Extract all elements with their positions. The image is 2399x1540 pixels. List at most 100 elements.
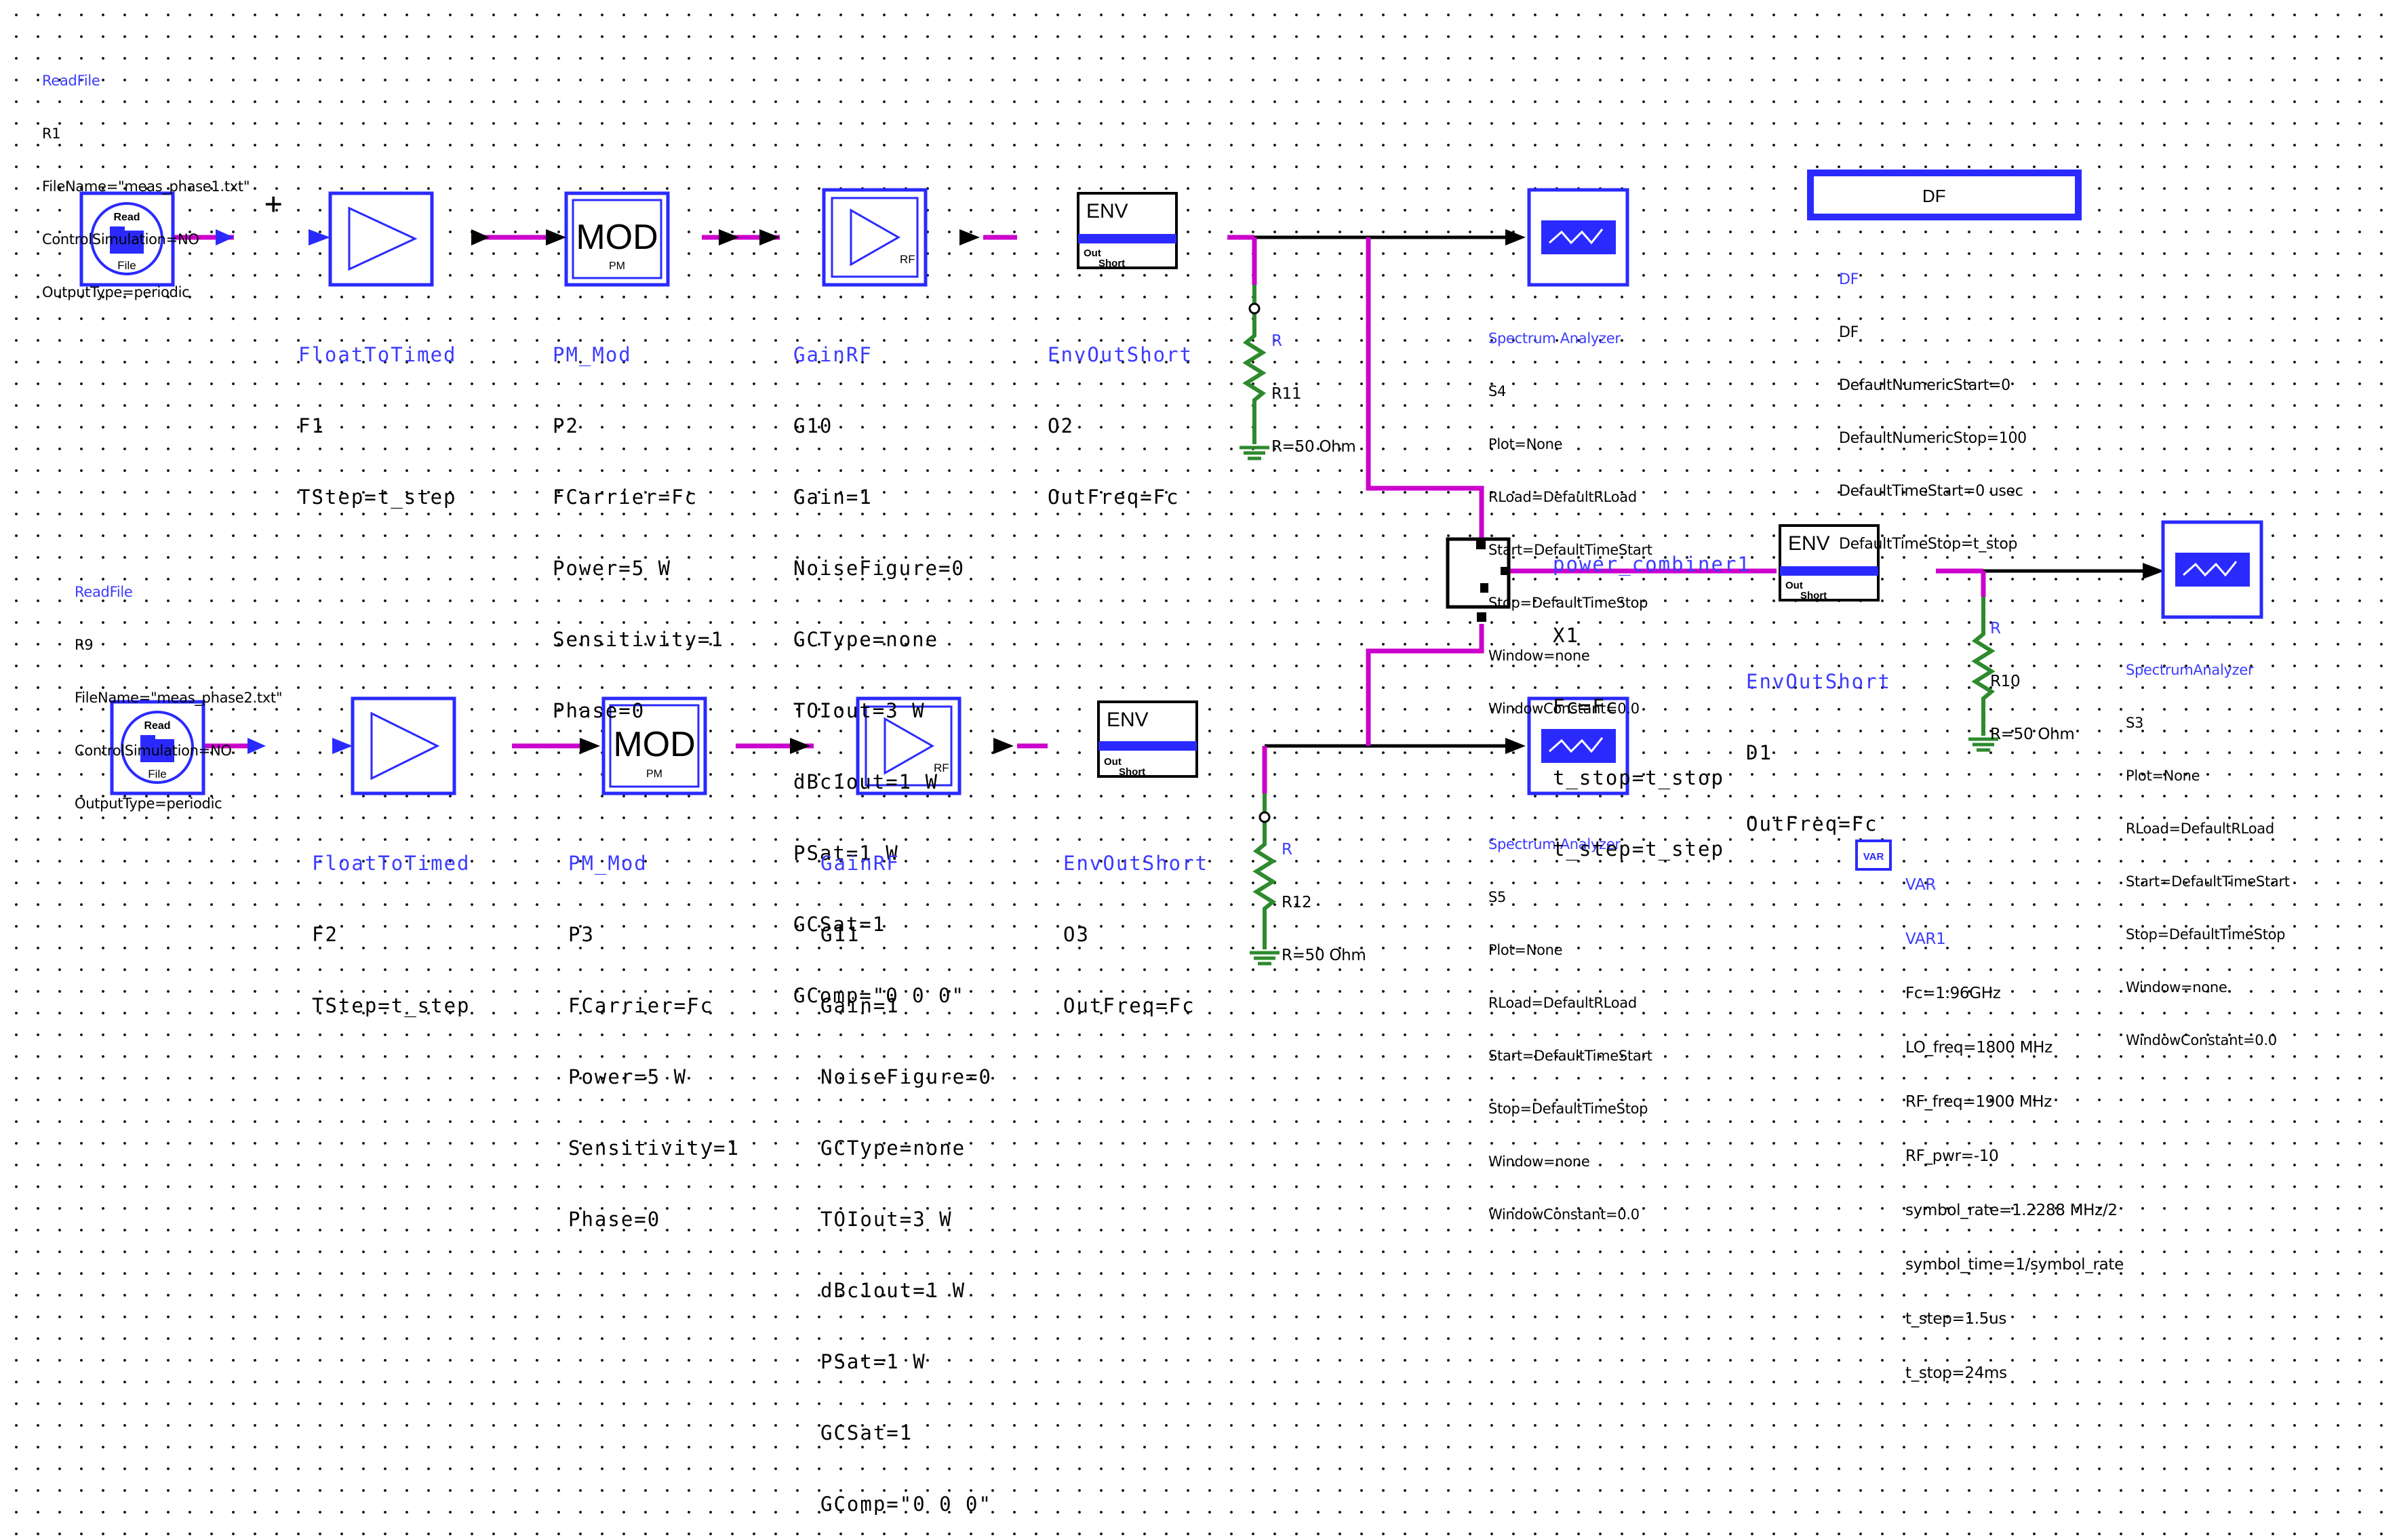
param-line: TStep=t_step — [298, 486, 457, 509]
param-line: FileName="meas_phase2.txt" — [75, 690, 283, 706]
node-pin — [1248, 302, 1261, 315]
svg-text:PM: PM — [646, 768, 662, 780]
port-arrow — [719, 229, 739, 245]
resistor-params-r11: R R11 R=50 Ohm — [1271, 297, 1356, 473]
param-line: OutFreq=Fc — [1063, 994, 1195, 1017]
resistor[interactable] — [1250, 793, 1280, 966]
param-line: RF_freq=1900 MHz — [1905, 1093, 2053, 1111]
spectrum-analyzer-block[interactable] — [1527, 188, 1629, 287]
param-line: LO_freq=1800 MHz — [1905, 1039, 2053, 1057]
component-type-label: R — [1271, 332, 1282, 350]
param-line: R=50 Ohm — [1271, 438, 1356, 456]
port-arrow — [580, 738, 600, 754]
param-line: Plot=None — [2126, 768, 2200, 784]
schematic-canvas[interactable]: Read File + MOD PM RF ENV Out Short — [0, 0, 2399, 1135]
param-line: RLoad=DefaultRLoad — [2126, 821, 2274, 837]
param-line: TStep=t_step — [312, 994, 471, 1017]
float-to-timed-block[interactable] — [351, 696, 456, 795]
env-out-short-block[interactable]: ENV Out Short — [1077, 192, 1178, 269]
analyzer-screen-icon — [1541, 220, 1616, 254]
spectrum-analyzer-block[interactable] — [2161, 520, 2263, 619]
df-controller-box[interactable]: DF — [1807, 170, 2082, 220]
param-line: FCarrier=Fc — [568, 994, 714, 1017]
df-params: DF DF DefaultNumericStart=0 DefaultNumer… — [1839, 236, 2027, 571]
component-type-label: ReadFile — [75, 584, 133, 600]
gain-rf-params-g10: GainRF G10 Gain=1 NoiseFigure=0 GCType=n… — [793, 296, 965, 1031]
gain-rf-block[interactable]: RF — [856, 696, 961, 795]
param-line: R11 — [1271, 385, 1302, 403]
param-line: WindowConstant=0.0 — [1488, 700, 1640, 717]
svg-text:MOD: MOD — [576, 218, 658, 257]
port-arrow — [216, 229, 234, 245]
component-type-label: PM_Mod — [553, 343, 632, 366]
svg-text:Short: Short — [1119, 766, 1145, 778]
float-to-timed-params-f1: FloatToTimed F1 TStep=t_step — [298, 296, 457, 533]
param-line: VAR1 — [1905, 930, 1946, 948]
port-arrow — [2143, 563, 2164, 579]
param-line: DefaultNumericStop=100 — [1839, 430, 2027, 447]
analyzer-screen-icon — [1541, 729, 1616, 763]
port-arrow — [959, 229, 980, 245]
resistor-params-r10: R R10 R=50 Ohm — [1990, 585, 2075, 761]
svg-text:ENV: ENV — [1788, 532, 1830, 555]
svg-text:MOD: MOD — [613, 725, 695, 764]
component-type-label: DF — [1839, 271, 1859, 288]
readfile-icon[interactable]: Read File — [110, 700, 205, 795]
param-line: G11 — [820, 923, 860, 946]
svg-text:RF: RF — [900, 253, 915, 266]
port-arrow — [332, 738, 353, 754]
svg-text:Out: Out — [1785, 580, 1803, 591]
env-out-short-block[interactable]: ENV Out Short — [1097, 700, 1198, 778]
param-line: RLoad=DefaultRLoad — [1488, 489, 1637, 505]
folder-icon — [140, 739, 174, 762]
param-line: O3 — [1063, 923, 1090, 946]
svg-text:RF: RF — [934, 762, 949, 774]
env-out-params-d1: EnvOutShort D1 OutFreq=Fc — [1746, 623, 1891, 860]
component-type-label: R — [1282, 841, 1292, 858]
param-line: Stop=DefaultTimeStop — [1488, 595, 1648, 611]
param-line: OutFreq=Fc — [1746, 812, 1878, 835]
param-line: Fc=1.96GHz — [1905, 985, 2001, 1002]
resistor[interactable] — [1968, 597, 1998, 752]
var-icon[interactable]: VAR — [1855, 840, 1892, 871]
param-line: S3 — [2126, 715, 2144, 731]
pm-mod-block[interactable]: MOD PM — [564, 191, 670, 287]
svg-text:Out: Out — [1084, 248, 1101, 259]
env-out-short-block[interactable]: ENV Out Short — [1779, 524, 1880, 601]
svg-text:Short: Short — [1800, 590, 1827, 601]
wire[interactable] — [1366, 624, 1484, 746]
param-line: R=50 Ohm — [1282, 947, 1366, 964]
port-arrow — [309, 229, 330, 245]
param-line: R12 — [1282, 894, 1312, 911]
param-line: F2 — [312, 923, 338, 946]
param-line: DefaultNumericStart=0 — [1839, 377, 2010, 394]
wire[interactable] — [1366, 237, 1484, 542]
param-line: S4 — [1488, 383, 1507, 399]
component-type-label: PM_Mod — [568, 852, 648, 875]
param-line: GComp="0 0 0" — [793, 984, 965, 1007]
float-to-timed-block[interactable] — [328, 191, 434, 287]
component-type-label: SpectrumAnalyzer — [2126, 662, 2254, 678]
power-combiner-block[interactable] — [1446, 537, 1511, 622]
pm-mod-block[interactable]: MOD PM — [601, 696, 707, 795]
spectrum-analyzer-block[interactable] — [1527, 696, 1629, 795]
param-line: Start=DefaultTimeStart — [2126, 873, 2290, 890]
wires — [173, 235, 2156, 793]
param-line: DefaultTimeStop=t_stop — [1839, 536, 2018, 553]
spectrum-analyzer-params-s4: Spectrum Analyzer S4 Plot=None RLoad=Def… — [1488, 294, 1652, 735]
svg-text:Read: Read — [144, 720, 170, 732]
port-arrow — [759, 229, 780, 245]
param-line: Power=5 W — [553, 557, 672, 580]
resistor[interactable] — [1240, 285, 1269, 460]
param-line: t_stop=t_stop — [1553, 766, 1724, 789]
param-line: Plot=None — [1488, 942, 1563, 958]
component-type-label: EnvOutShort — [1063, 852, 1209, 875]
param-line: OutFreq=Fc — [1048, 486, 1180, 509]
param-line: TOIout=3 W — [793, 699, 926, 722]
param-line: Gain=1 — [793, 486, 873, 509]
readfile-icon[interactable]: Read File — [79, 191, 175, 287]
var-params: VAR VAR1 Fc=1.96GHz LO_freq=1800 MHz RF_… — [1905, 840, 2124, 1400]
param-line: G10 — [793, 414, 833, 437]
port-arrow — [471, 229, 490, 245]
gain-rf-block[interactable]: RF — [822, 188, 928, 287]
